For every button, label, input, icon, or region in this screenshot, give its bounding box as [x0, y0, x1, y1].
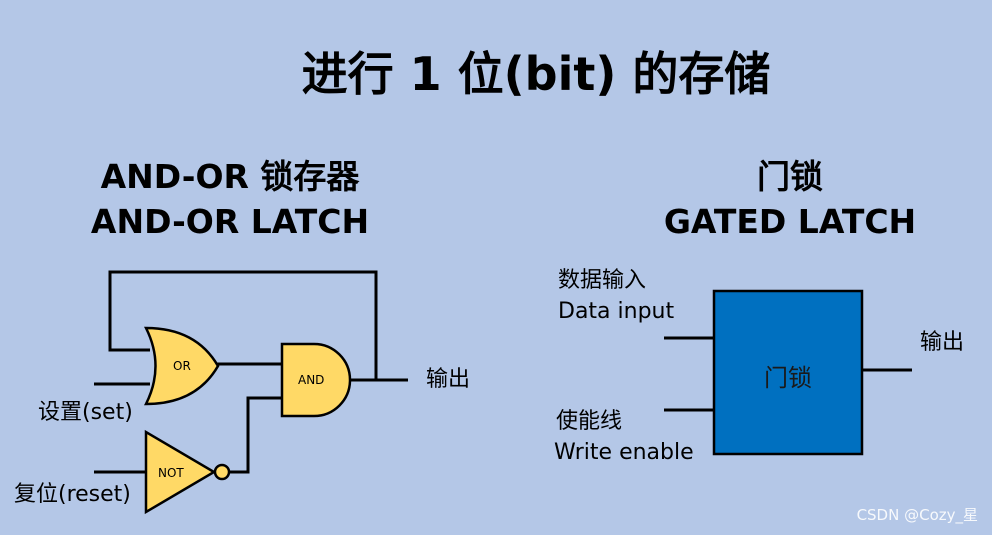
- and-gate: [280, 342, 352, 418]
- set-label: 设置(set): [38, 400, 133, 425]
- data-input-label-en: Data input: [558, 299, 675, 324]
- watermark: CSDN @Cozy_星: [856, 506, 978, 524]
- and-or-wires: [94, 270, 408, 474]
- and-gate-label: AND: [298, 373, 324, 387]
- and-or-latch-heading-cn: AND-OR 锁存器: [100, 157, 360, 196]
- not-gate-label: NOT: [158, 466, 184, 480]
- and-or-output-label: 输出: [426, 367, 471, 392]
- reset-label: 复位(reset): [14, 482, 131, 507]
- not-to-and-wire: [230, 396, 282, 474]
- gated-latch-wires: [664, 336, 912, 412]
- gated-latch-box-label: 门锁: [764, 364, 812, 392]
- gated-latch-output-label: 输出: [920, 330, 965, 355]
- write-enable-label-cn: 使能线: [556, 409, 623, 434]
- write-enable-label-en: Write enable: [554, 440, 694, 465]
- not-gate-bubble: [213, 463, 231, 481]
- gated-latch-heading-en: GATED LATCH: [663, 202, 917, 241]
- or-gate-label: OR: [173, 359, 191, 373]
- not-gate: [144, 429, 217, 515]
- and-or-latch-heading-en: AND-OR LATCH: [90, 202, 370, 241]
- or-gate: [143, 326, 220, 406]
- gated-latch-heading-cn: 门锁: [757, 157, 823, 196]
- feedback-wire: [108, 270, 378, 380]
- gated-latch-box: [712, 289, 864, 456]
- data-input-label-cn: 数据输入: [558, 268, 647, 293]
- page-title: 进行 1 位(bit) 的存储: [301, 47, 771, 101]
